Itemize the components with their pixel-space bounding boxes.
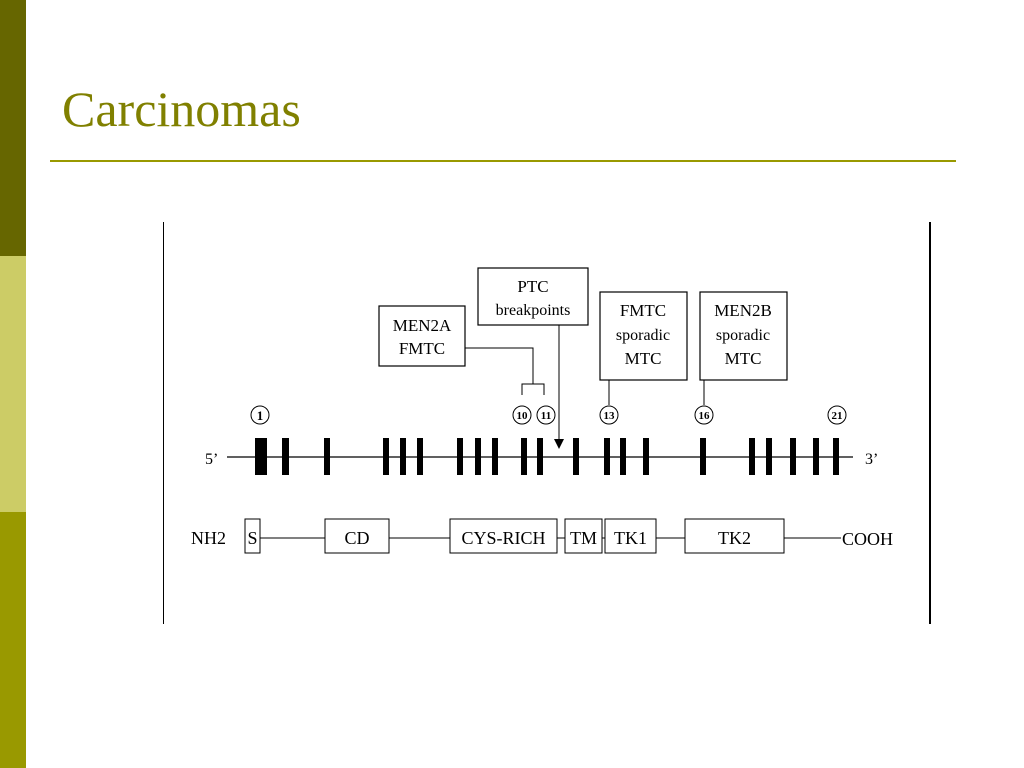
figure-border-left bbox=[163, 222, 164, 624]
domain-tm: TM bbox=[564, 518, 603, 554]
exon-bar bbox=[400, 438, 406, 475]
callout-men2b-line2: sporadic bbox=[716, 327, 770, 344]
n-terminus-label: NH2 bbox=[191, 528, 226, 548]
exon-bar bbox=[457, 438, 463, 475]
callout-fmtc: FMTC sporadic MTC bbox=[599, 291, 688, 405]
domain-cd: CD bbox=[324, 518, 390, 554]
title-underline bbox=[50, 160, 956, 162]
callout-men2b-line1: MEN2B bbox=[714, 301, 772, 320]
callout-ptc-line2: breakpoints bbox=[496, 302, 571, 319]
svg-text:11: 11 bbox=[541, 410, 551, 422]
exon-bar bbox=[700, 438, 706, 475]
svg-text:13: 13 bbox=[604, 410, 616, 422]
exon-bar bbox=[255, 438, 267, 475]
callout-fmtc-line3: MTC bbox=[625, 349, 662, 368]
exon-bar bbox=[573, 438, 579, 475]
svg-text:CYS-RICH: CYS-RICH bbox=[461, 528, 545, 548]
ret-gene-figure: MEN2A FMTC PTC breakpoints FMTC sporadic… bbox=[163, 222, 931, 624]
svg-text:16: 16 bbox=[699, 410, 711, 422]
exon-bar bbox=[282, 438, 289, 475]
callout-ptc-line1: PTC bbox=[517, 277, 548, 296]
sidebar-accent-bottom bbox=[0, 512, 26, 768]
exon-bar bbox=[813, 438, 819, 475]
domain-s: S bbox=[244, 518, 261, 554]
slide-title: Carcinomas bbox=[62, 81, 301, 137]
exon-label-13: 13 bbox=[599, 405, 619, 425]
svg-text:1: 1 bbox=[257, 408, 264, 423]
ret-gene-diagram: MEN2A FMTC PTC breakpoints FMTC sporadic… bbox=[191, 267, 893, 554]
exon-bar bbox=[537, 438, 543, 475]
sidebar-accent-top bbox=[0, 0, 26, 256]
exon-bar bbox=[521, 438, 527, 475]
exon-bar bbox=[604, 438, 610, 475]
svg-text:10: 10 bbox=[517, 410, 529, 422]
callout-men2b-line3: MTC bbox=[725, 349, 762, 368]
sidebar-accent-middle bbox=[0, 256, 26, 512]
callout-fmtc-line2: sporadic bbox=[616, 327, 670, 344]
exon-bar bbox=[383, 438, 389, 475]
five-prime-label: 5’ bbox=[205, 451, 218, 468]
callout-fmtc-line1: FMTC bbox=[620, 301, 666, 320]
exon-label-16: 16 bbox=[694, 405, 714, 425]
exon-bar bbox=[475, 438, 481, 475]
exon-bar bbox=[620, 438, 626, 475]
exon-bar bbox=[643, 438, 649, 475]
svg-text:S: S bbox=[247, 528, 257, 548]
exon-bar bbox=[833, 438, 839, 475]
exon-bars bbox=[255, 438, 839, 475]
svg-text:TK1: TK1 bbox=[614, 528, 647, 548]
callout-men2a-line1: MEN2A bbox=[393, 316, 452, 335]
exon-bar bbox=[492, 438, 498, 475]
exon-label-21: 21 bbox=[827, 405, 847, 425]
exon-bar bbox=[417, 438, 423, 475]
exon-bar bbox=[766, 438, 772, 475]
callout-men2a: MEN2A FMTC bbox=[378, 305, 545, 395]
exon-label-1: 1 bbox=[250, 405, 270, 425]
callout-men2a-line2: FMTC bbox=[399, 339, 445, 358]
svg-text:TK2: TK2 bbox=[718, 528, 751, 548]
exon-label-11: 11 bbox=[536, 405, 556, 425]
protein-domain-map: NH2 S CD CYS-RICH TM bbox=[191, 518, 893, 554]
exon-label-10: 10 bbox=[512, 405, 532, 425]
domain-tk2: TK2 bbox=[684, 518, 785, 554]
callout-ptc-breakpoints: PTC breakpoints bbox=[477, 267, 589, 449]
exon-bar bbox=[324, 438, 330, 475]
domain-cys-rich: CYS-RICH bbox=[449, 518, 558, 554]
domain-tk1: TK1 bbox=[604, 518, 657, 554]
callout-men2b: MEN2B sporadic MTC bbox=[699, 291, 788, 405]
c-terminus-label: COOH bbox=[842, 529, 893, 549]
svg-text:CD: CD bbox=[344, 528, 369, 548]
three-prime-label: 3’ bbox=[865, 451, 878, 468]
exon-bar bbox=[749, 438, 755, 475]
svg-text:21: 21 bbox=[832, 410, 843, 422]
svg-text:TM: TM bbox=[570, 528, 597, 548]
figure-border-right bbox=[929, 222, 931, 624]
exon-bar bbox=[790, 438, 796, 475]
